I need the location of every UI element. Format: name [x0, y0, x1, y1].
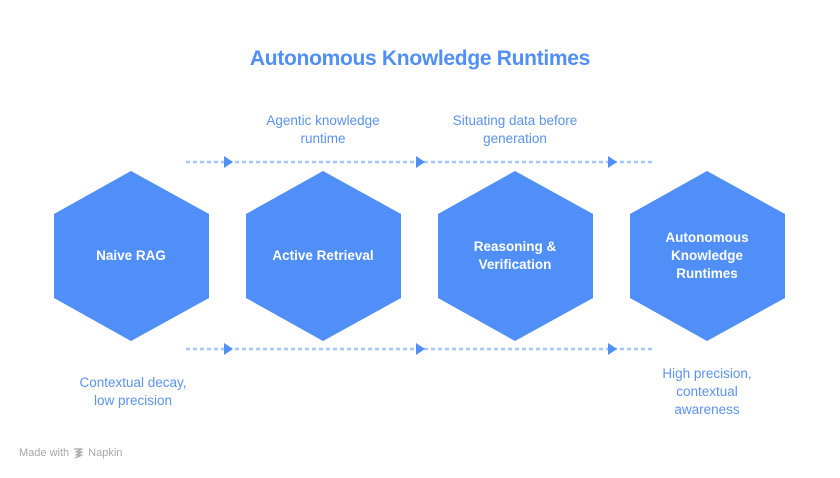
hexagon-stage-3	[438, 171, 593, 341]
diagram-title: Autonomous Knowledge Runtimes	[249, 47, 591, 70]
hexagon-stage-2	[246, 171, 401, 341]
top-arrow-1-icon	[224, 156, 233, 168]
top-annotation-1-line1: Agentic knowledge	[266, 113, 380, 128]
napkin-logo-icon	[74, 448, 83, 459]
made-with-napkin-footer[interactable]: Made with Napkin	[19, 447, 122, 459]
bottom-annotation-left-line1: Contextual decay,	[79, 375, 187, 390]
bottom-arrow-1-icon	[224, 343, 233, 355]
bottom-annotation-left: Contextual decay, low precision	[79, 374, 186, 410]
stage-4-label: Autonomous Knowledge Runtimes	[665, 230, 749, 281]
hexagon-stage-1	[54, 171, 209, 341]
top-annotation-1-line2: runtime	[300, 131, 346, 146]
bottom-arrow-2-icon	[416, 343, 425, 355]
top-arrow-3-icon	[608, 156, 617, 168]
napkin-brand-text: Napkin	[88, 447, 123, 459]
bottom-annotation-left-line2: low precision	[93, 393, 173, 408]
top-annotation-2-line2: generation	[483, 131, 547, 146]
bottom-annotation-right-line1: High precision,	[662, 366, 752, 381]
bottom-annotation-right-line3: awareness	[674, 402, 740, 417]
top-annotation-2-line1: Situating data before	[452, 113, 578, 128]
bottom-annotation-right-line2: contextual	[676, 384, 738, 399]
bottom-arrow-3-icon	[608, 343, 617, 355]
bottom-annotation-right: High precision, contextual awareness	[662, 365, 751, 419]
stage-2-label: Active Retrieval	[272, 248, 374, 263]
top-annotation-2: Situating data before generation	[453, 112, 578, 148]
top-annotation-1: Agentic knowledge runtime	[266, 112, 379, 148]
stage-3-label: Reasoning & Verification	[473, 239, 557, 272]
made-with-text: Made with	[19, 447, 70, 459]
stage-1-label: Naive RAG	[96, 248, 166, 263]
hexagon-stage-4	[630, 171, 785, 341]
top-arrow-2-icon	[416, 156, 425, 168]
